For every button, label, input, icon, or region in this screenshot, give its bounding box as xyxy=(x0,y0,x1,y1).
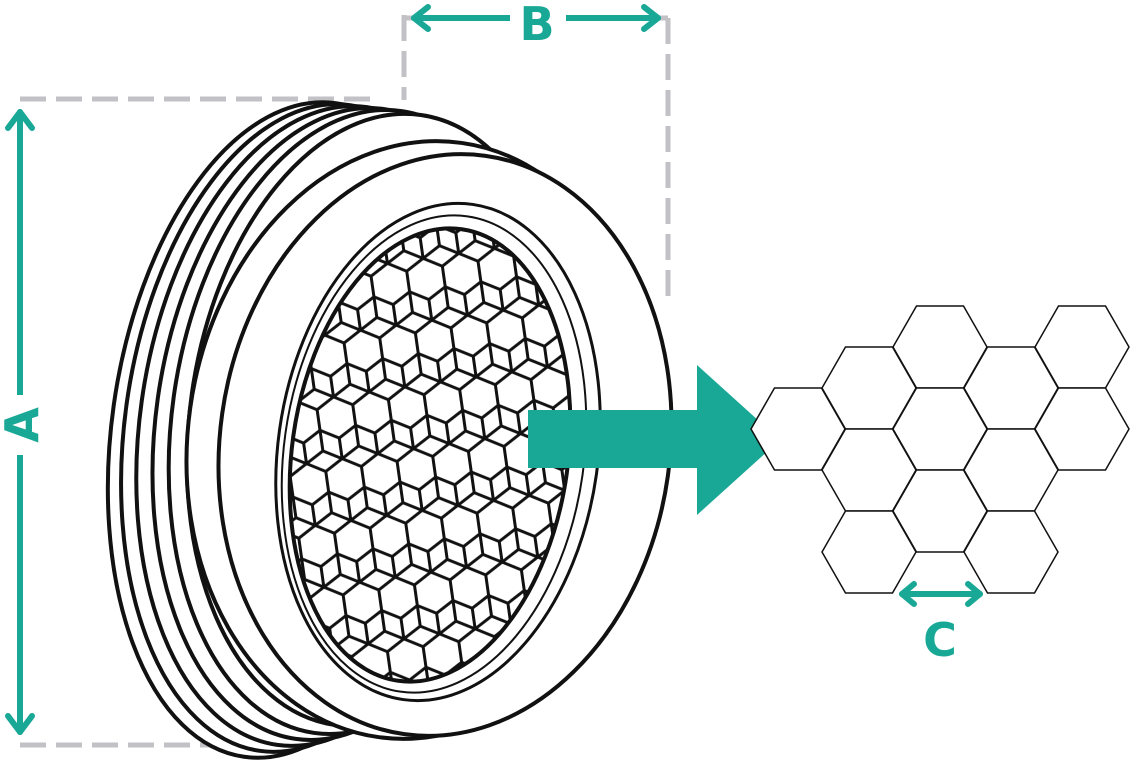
hexagon-cell xyxy=(963,510,1059,594)
dimension-c-label: C xyxy=(923,613,957,667)
dimension-c-arrow xyxy=(899,581,983,607)
zoom-arrow xyxy=(528,365,780,515)
dimension-a-label: A xyxy=(0,407,49,443)
hexagon-detail xyxy=(750,305,1130,594)
hexagon-cell xyxy=(1034,387,1130,471)
dimension-b-label: B xyxy=(519,0,554,51)
mesh-rim xyxy=(287,226,573,684)
